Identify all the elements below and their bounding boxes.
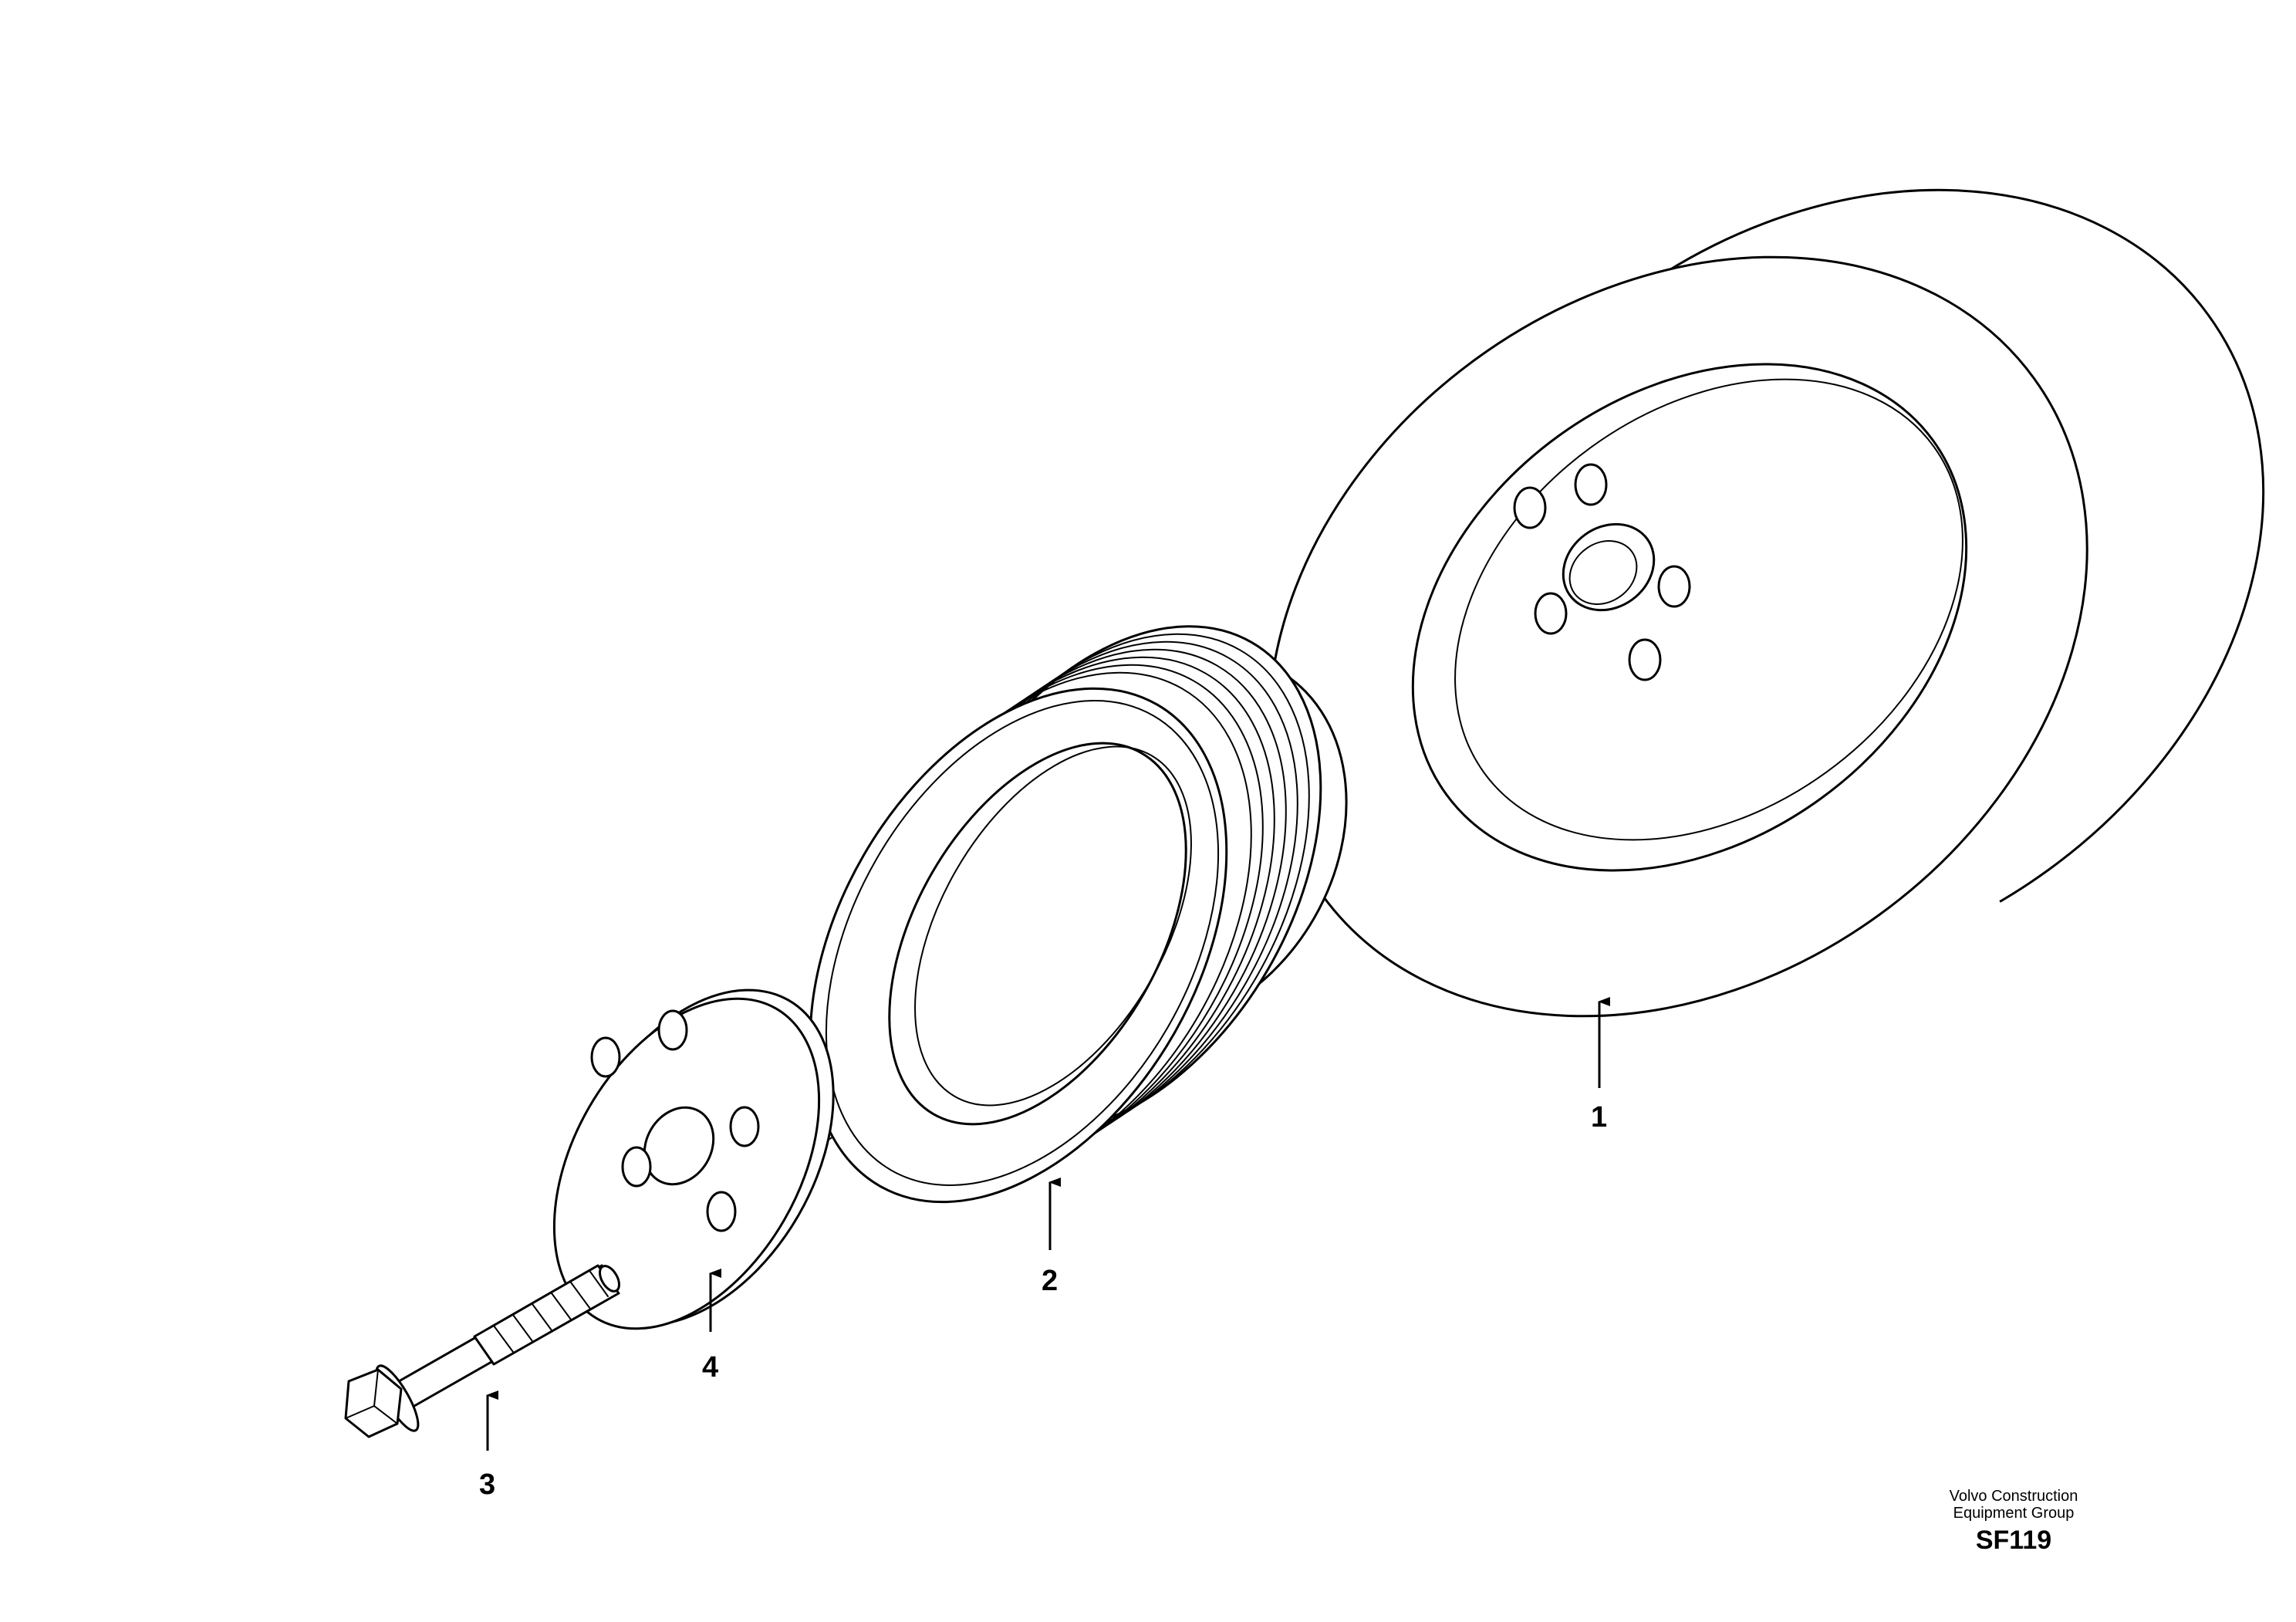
figure-code: SF119 xyxy=(1975,1526,2052,1555)
callout-4: 4 xyxy=(702,1351,718,1384)
callout-2: 2 xyxy=(1042,1265,1058,1297)
washer-plate-part-4 xyxy=(552,988,835,1330)
callout-1: 1 xyxy=(1591,1101,1607,1134)
publisher-block: Volvo Construction Equipment Group SF119 xyxy=(1898,1488,2129,1556)
grooved-pulley-part-2 xyxy=(809,625,1348,1204)
publisher-line-1: Volvo Construction xyxy=(1949,1488,2078,1505)
flange-bolt-part-3 xyxy=(344,1264,620,1438)
vibration-damper-part-1 xyxy=(1268,166,2265,1018)
publisher-line-2: Equipment Group xyxy=(1953,1505,2075,1522)
callout-3: 3 xyxy=(479,1468,495,1501)
